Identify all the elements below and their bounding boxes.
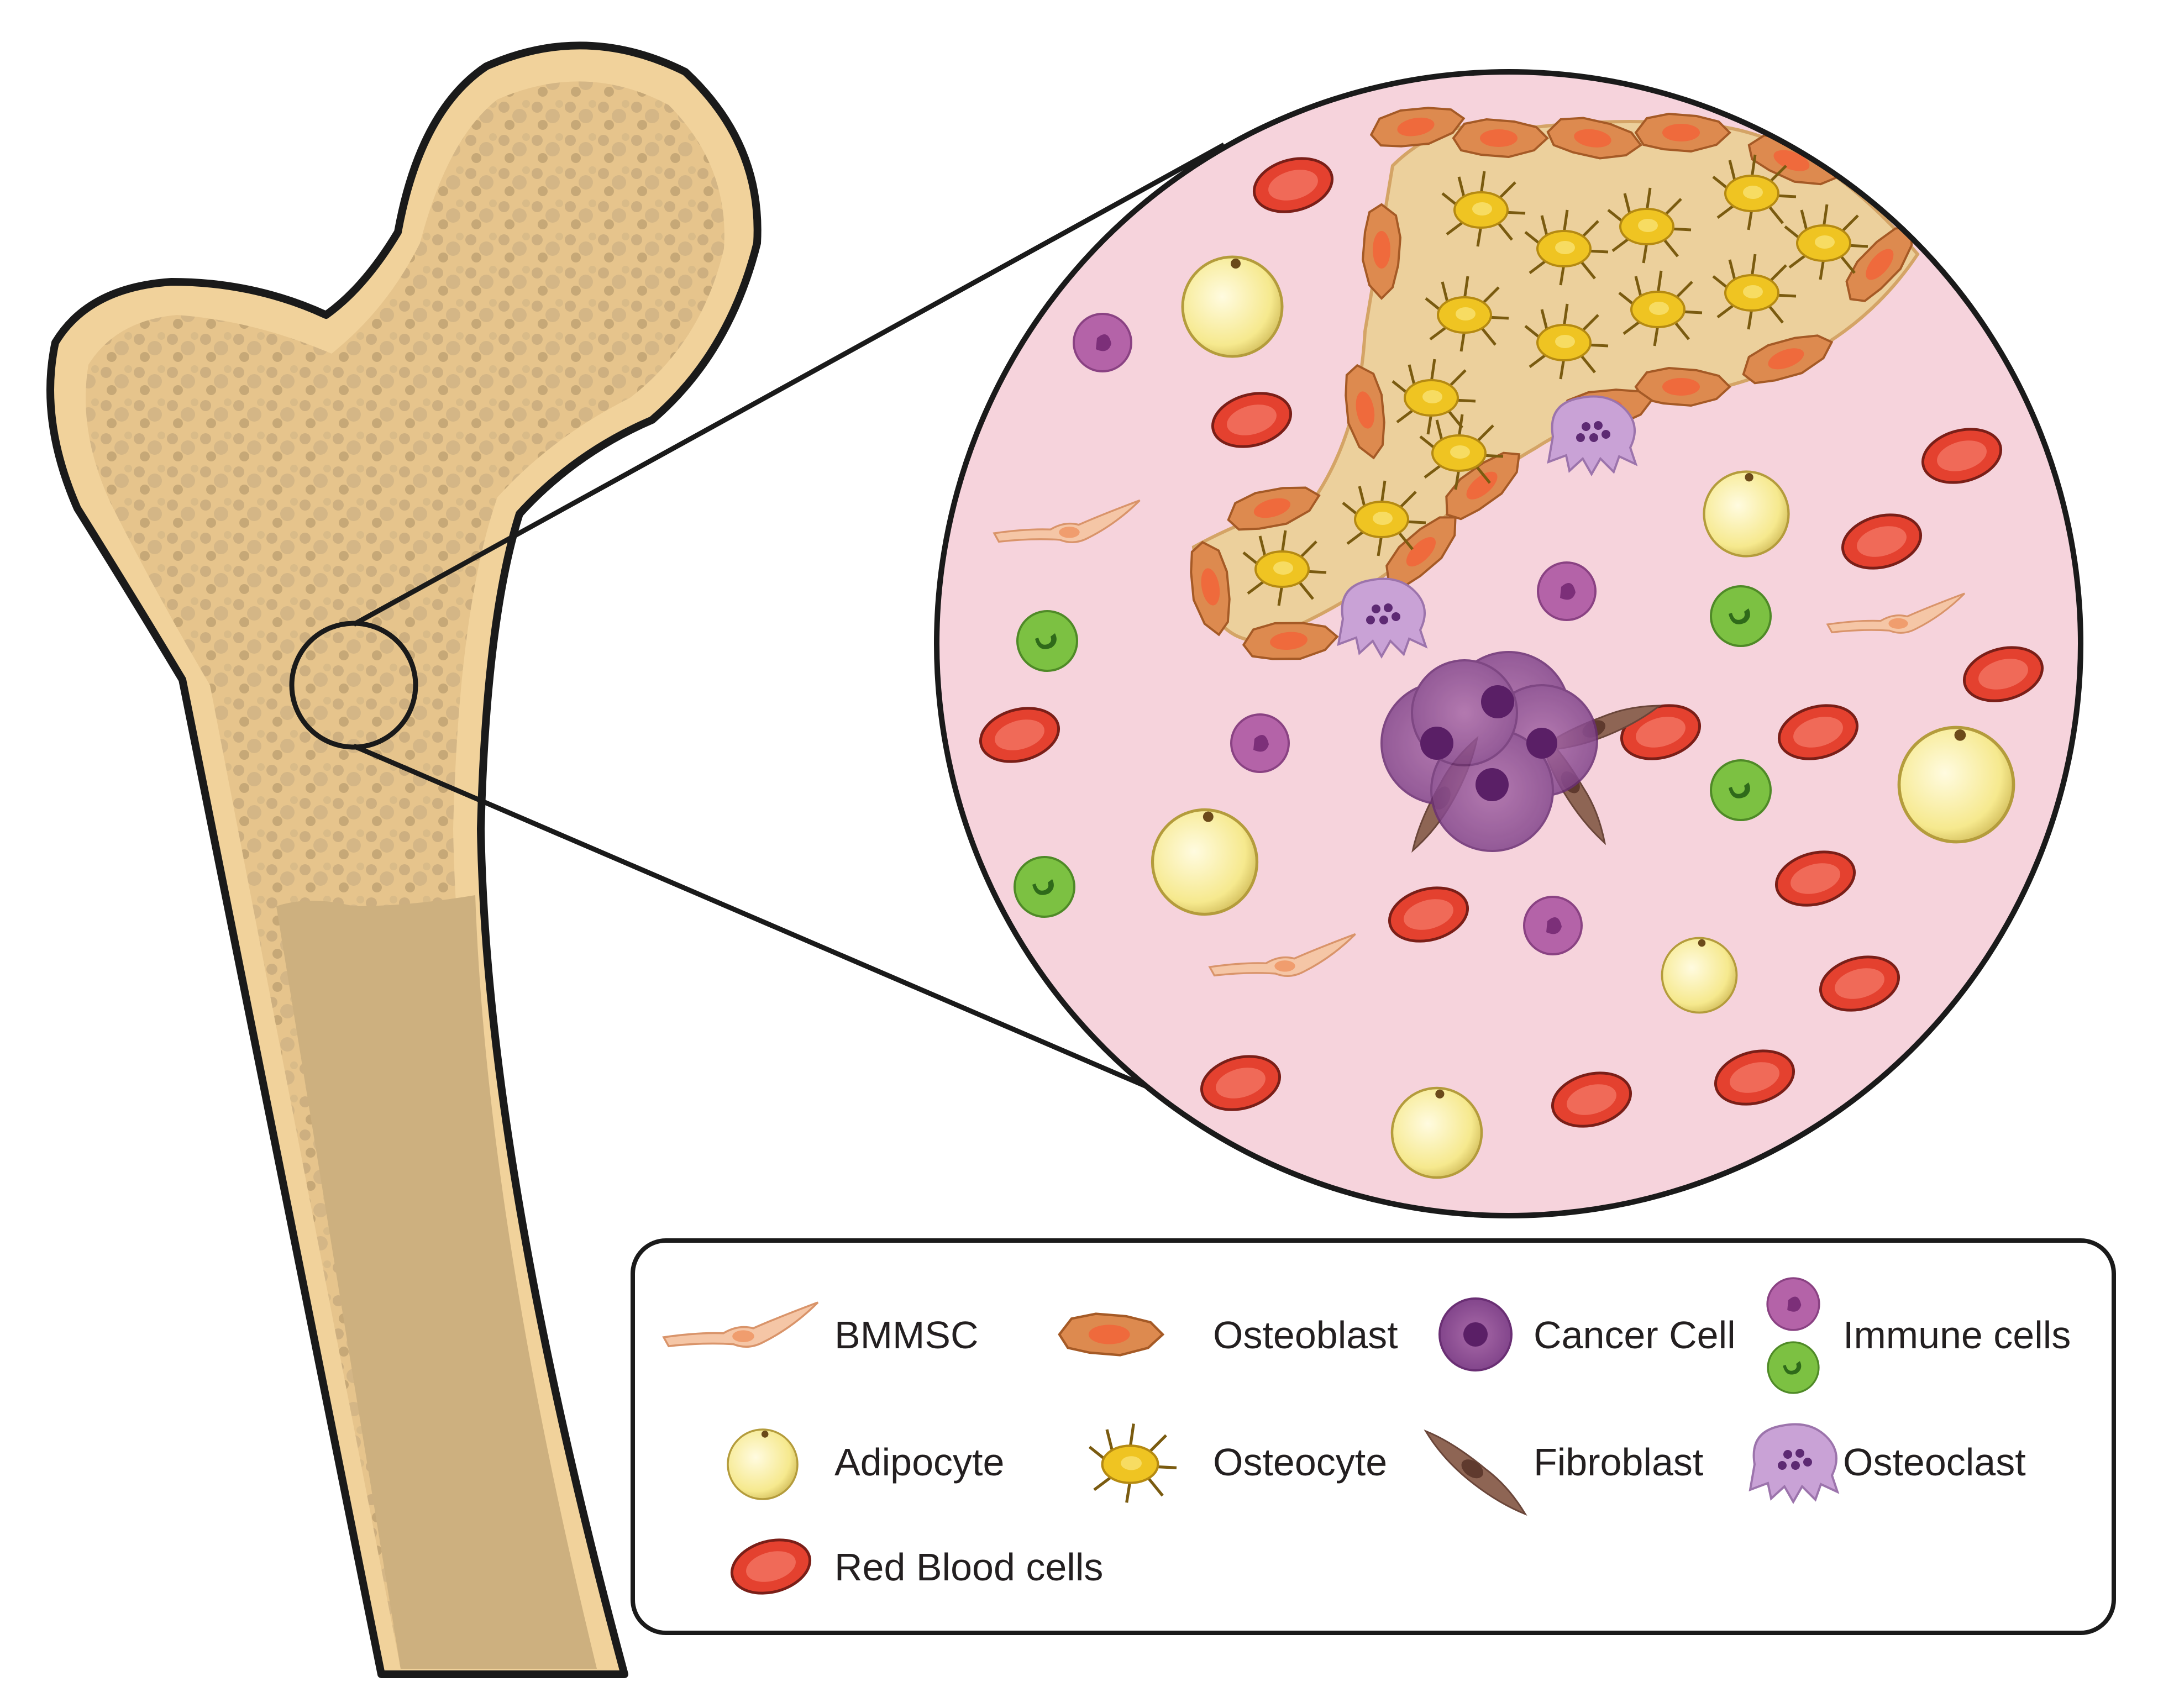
legend-label-immune: Immune cells [1843, 1313, 2071, 1357]
legend-item-osteocyte: Osteocyte [1089, 1424, 1387, 1503]
legend-item-rbc: Red Blood cells [726, 1532, 1103, 1601]
femur-bone [46, 41, 762, 1678]
legend-label-rbc: Red Blood cells [834, 1546, 1103, 1589]
legend-label-cancer: Cancer Cell [1534, 1313, 1736, 1357]
legend-item-cancer: Cancer Cell [1438, 1297, 1736, 1371]
legend-label-osteocyte: Osteocyte [1213, 1441, 1387, 1484]
legend-label-adipocyte: Adipocyte [834, 1441, 1004, 1484]
adipocyte-icon [727, 1428, 799, 1500]
tumor-cluster [1380, 651, 1661, 852]
legend-item-immune: Immune cells [1766, 1277, 2071, 1394]
magnified-marrow-circle [934, 69, 2083, 1218]
legend-label-fibroblast: Fibroblast [1534, 1441, 1703, 1484]
legend-item-osteoclast: Osteoclast [1749, 1423, 2026, 1503]
immune-cell-green-icon [1767, 1341, 1820, 1394]
immune-cell-icon [1766, 1277, 1820, 1331]
legend-item-osteoblast: Osteoblast [1059, 1313, 1398, 1357]
legend-label-osteoblast: Osteoblast [1213, 1313, 1398, 1357]
legend-label-osteoclast: Osteoclast [1843, 1441, 2026, 1484]
legend-item-bmmsc: BMMSC [663, 1301, 979, 1357]
magnification-lines [352, 143, 1226, 1102]
legend-label-bmmsc: BMMSC [834, 1313, 979, 1357]
legend-box: BMMSC Osteoblast Cancer Cell Immune cell… [631, 1238, 2116, 1635]
legend-item-fibroblast: Fibroblast [1425, 1430, 1703, 1515]
zoom-region-circle [289, 621, 418, 750]
legend-item-adipocyte: Adipocyte [727, 1428, 1004, 1500]
